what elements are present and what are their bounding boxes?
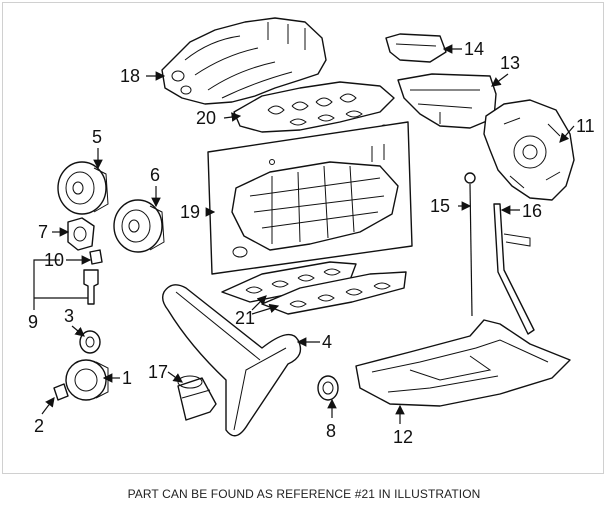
part-20-intake-gasket xyxy=(233,81,395,133)
callout-5: 5 xyxy=(92,127,102,147)
part-16-dipstick-tube xyxy=(493,203,535,335)
callout-19: 19 xyxy=(180,202,200,222)
callout-13: 13 xyxy=(500,53,520,73)
callout-6: 6 xyxy=(150,165,160,185)
callout-18: 18 xyxy=(120,66,140,86)
part-12-lower-oil-pan xyxy=(355,319,571,407)
part-21-intake-gaskets xyxy=(221,261,407,315)
callout-17: 17 xyxy=(148,362,168,382)
callout-8: 8 xyxy=(326,421,336,441)
part-15-dipstick xyxy=(464,172,476,317)
part-10-fitting xyxy=(89,249,103,265)
part-1-crank-pulley xyxy=(65,359,109,401)
callout-4: 4 xyxy=(322,332,332,352)
part-17-oil-filter xyxy=(177,375,217,421)
leader-lines xyxy=(33,44,575,424)
part-13-upper-oil-pan xyxy=(397,73,497,129)
part-4-timing-belt xyxy=(161,284,302,437)
reference-caption: PART CAN BE FOUND AS REFERENCE #21 IN IL… xyxy=(127,487,481,501)
part-7-idler xyxy=(67,217,95,251)
callout-15: 15 xyxy=(430,196,450,216)
part-2-bolt xyxy=(53,383,69,401)
part-11-oil-pump-housing xyxy=(483,99,575,201)
part-8-seal xyxy=(317,375,339,401)
engine-parts-diagram: 1 2 3 4 5 6 7 8 9 10 11 12 14 13 15 16 1… xyxy=(28,17,595,447)
callout-2: 2 xyxy=(34,416,44,436)
callout-11: 11 xyxy=(576,116,595,136)
callout-16: 16 xyxy=(522,201,542,221)
part-19-lower-intake-manifold xyxy=(207,121,413,275)
part-9-sensor xyxy=(83,269,99,305)
part-14-cover xyxy=(385,33,447,63)
part-6-cam-pulley xyxy=(113,199,165,253)
callout-7: 7 xyxy=(38,222,48,242)
callout-12: 12 xyxy=(393,427,413,447)
callout-9: 9 xyxy=(28,312,38,332)
callout-3: 3 xyxy=(64,306,74,326)
callout-14: 14 xyxy=(464,39,484,59)
part-18-upper-intake-manifold xyxy=(161,17,327,105)
part-3-crank-sprocket xyxy=(79,330,101,354)
callout-1: 1 xyxy=(122,368,132,388)
callout-20: 20 xyxy=(196,108,216,128)
callout-21: 21 xyxy=(235,308,255,328)
part-5-timing-pulley xyxy=(57,161,109,215)
